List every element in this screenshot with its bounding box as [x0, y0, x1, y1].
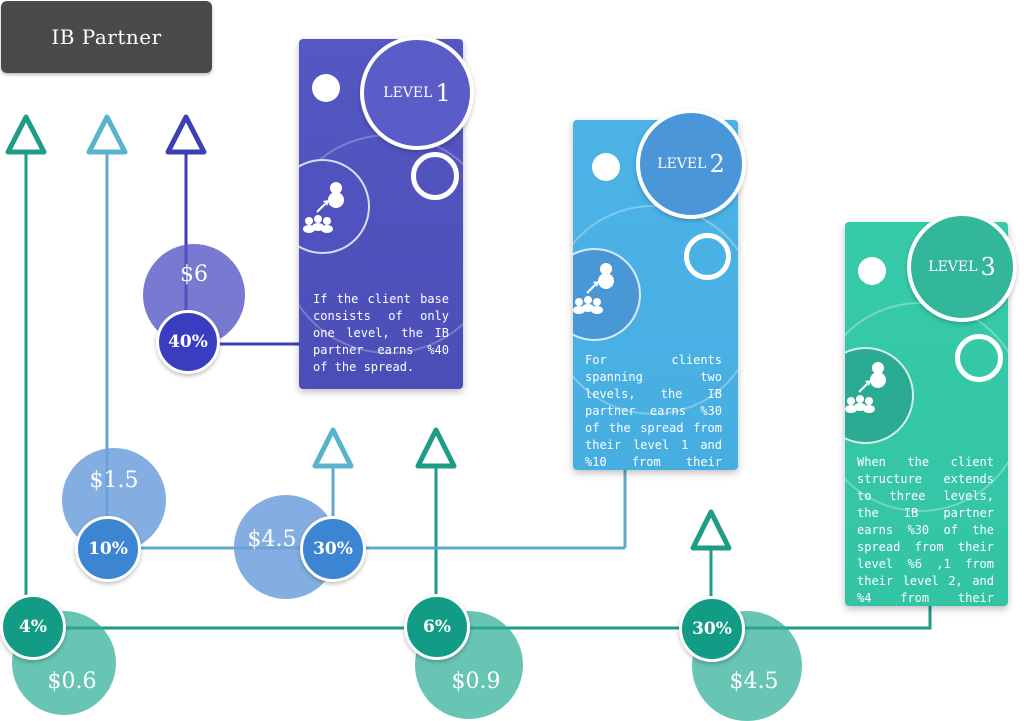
- level1-badge-number: 1: [435, 79, 451, 107]
- growth-people-icon: [303, 182, 344, 233]
- level3-badge-number: 3: [980, 253, 996, 281]
- ib-partner-header: IB Partner: [1, 1, 212, 73]
- level3-percent-c: 30%: [692, 619, 732, 639]
- level1-ring: [411, 152, 459, 200]
- level2-badge-number: 2: [709, 150, 725, 178]
- level2-dot: [592, 153, 620, 181]
- level2-badge-word: LEVEL: [657, 156, 707, 172]
- level3-amount-c: $4.5: [729, 669, 779, 694]
- level3-amount-a: $0.6: [47, 669, 97, 694]
- level1-percent-badge: 40%: [156, 310, 220, 374]
- growth-people-icon: [573, 263, 614, 314]
- level2-amount-a: $1.5: [89, 468, 139, 493]
- level3-connectors: [24, 150, 932, 630]
- level3-dot: [858, 257, 886, 285]
- level2-amount-b: $4.5: [247, 527, 297, 552]
- level3-percent-badge-a: 4%: [0, 594, 66, 660]
- level1-dot: [312, 74, 340, 102]
- level2-percent-badge-b: 30%: [300, 516, 366, 582]
- level2-description: For clients spanning two levels, the IB …: [585, 353, 722, 469]
- level3-percent-badge-b: 6%: [404, 594, 470, 660]
- level1-percent: 40%: [168, 332, 208, 352]
- level3-percent-b: 6%: [423, 617, 451, 637]
- level3-percent-badge-c: 30%: [679, 596, 745, 662]
- level2-percent-badge-a: 10%: [75, 516, 141, 582]
- level1-badge-word: LEVEL: [383, 85, 433, 101]
- level1-description: If the client base consists of only one …: [313, 292, 449, 374]
- level3-description: When the client structure extends to thr…: [857, 455, 994, 605]
- ib-partner-title: IB Partner: [51, 25, 162, 49]
- growth-people-icon: [845, 362, 886, 413]
- level2-percent-a: 10%: [88, 539, 128, 559]
- level3-ring: [955, 334, 1003, 382]
- level1-amount: $6: [180, 262, 208, 287]
- level2-amount-circle-b: $4.5: [234, 495, 338, 599]
- level3-percent-a: 4%: [19, 617, 47, 637]
- level3-amount-b: $0.9: [451, 669, 501, 694]
- level2-ring: [684, 233, 731, 280]
- level2-percent-b: 30%: [313, 539, 353, 559]
- level3-badge-word: LEVEL: [928, 259, 978, 275]
- arrow-up-triangle-icon: [5, 114, 732, 551]
